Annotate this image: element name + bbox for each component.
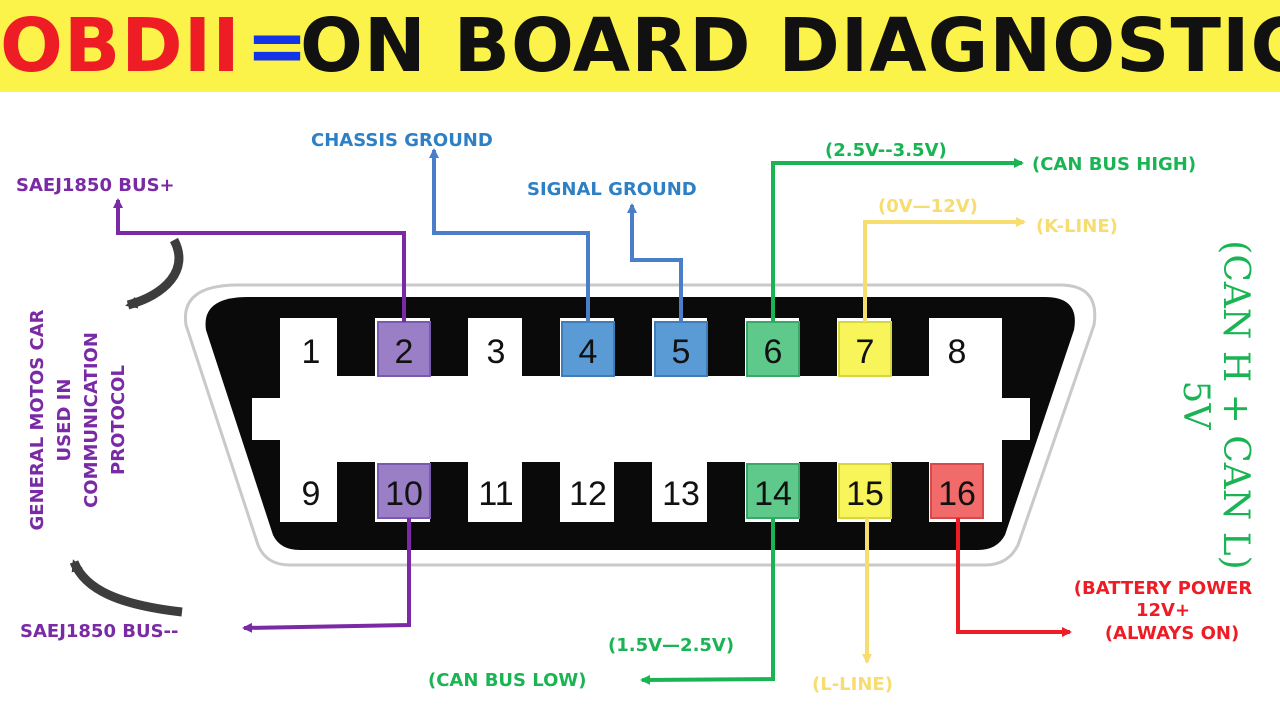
pin-1-number: 1	[302, 333, 321, 371]
can-voltage-note: (CAN H + CAN L) 5V	[1175, 235, 1256, 575]
title-equals: =	[246, 3, 310, 89]
pin-7-number: 7	[856, 333, 875, 371]
curved-arrow-bottom	[69, 559, 183, 617]
pin-13-number: 13	[662, 475, 700, 513]
pin-row-top: 1 2 3 4 5 6 7 8	[285, 321, 983, 377]
pin-10-number: 10	[385, 475, 423, 513]
pin-separators-top	[337, 318, 929, 376]
pin-12-box	[562, 464, 614, 518]
pin-16-box	[930, 463, 984, 519]
pin-separators-bottom	[337, 462, 929, 522]
label-l-line: (L-LINE)	[812, 674, 893, 695]
pin-6-box	[746, 321, 800, 377]
pin-5-box	[654, 321, 708, 377]
pin-3-box	[470, 322, 522, 376]
pin-1-box	[285, 322, 337, 376]
label-signal-ground: SIGNAL GROUND	[527, 179, 697, 200]
label-k-line-range: (0V—12V)	[878, 196, 978, 217]
label-can-high-range: (2.5V--3.5V)	[825, 140, 947, 161]
pin-2-wire	[113, 198, 406, 322]
pin-3-number: 3	[487, 333, 506, 371]
pin-10-wire	[242, 518, 411, 633]
label-can-low-range: (1.5V—2.5V)	[608, 635, 734, 656]
pin-9-number: 9	[302, 475, 321, 513]
pin-5-number: 5	[672, 333, 691, 371]
obd-connector-diagram: 1 2 3 4 5 6 7 8 9 10 11 12 13 14 15 16	[16, 130, 1253, 695]
pin-4-wire	[429, 148, 590, 322]
title-on-board-diagnostic: ON BOARD DIAGNOSTIC	[300, 3, 1280, 89]
pin-14-number: 14	[754, 475, 792, 513]
label-can-high: (CAN BUS HIGH)	[1032, 154, 1196, 175]
pin-10-box	[377, 463, 431, 519]
label-battery-line-3: (ALWAYS ON)	[1105, 623, 1239, 644]
label-battery-line-2: 12V+	[1136, 600, 1190, 621]
pin-8-box	[931, 322, 983, 376]
pin-7-wire	[863, 217, 1026, 322]
pin-15-number: 15	[846, 475, 884, 513]
gm-note-line-4: PROTOCOL	[108, 365, 129, 475]
label-sae-bus-minus: SAEJ1850 BUS--	[20, 621, 179, 642]
label-k-line: (K-LINE)	[1036, 216, 1118, 237]
pin-15-box	[838, 463, 892, 519]
pin-14-wire	[640, 518, 775, 685]
gm-note-line-1: GENERAL MOTOS CAR	[27, 309, 48, 531]
label-chassis-ground: CHASSIS GROUND	[311, 130, 493, 151]
gm-protocol-note: GENERAL MOTOS CAR USED IN COMMUNICATION …	[24, 250, 132, 590]
label-sae-bus-plus: SAEJ1850 BUS+	[16, 175, 175, 196]
pin-6-number: 6	[764, 333, 783, 371]
label-battery-line-1: (BATTERY POWER	[1074, 578, 1253, 599]
pin-row-bottom: 9 10 11 12 13 14 15 16	[285, 463, 984, 519]
can-note-line-1: (CAN H + CAN L)	[1215, 240, 1256, 570]
pin-2-box	[377, 321, 431, 377]
label-can-low: (CAN BUS LOW)	[428, 670, 586, 691]
pin-5-wire	[627, 203, 683, 322]
pin-4-number: 4	[579, 333, 598, 371]
pin-16-number: 16	[938, 475, 976, 513]
pin-6-wire	[771, 158, 1024, 322]
pin-11-box	[470, 464, 522, 518]
pin-13-box	[655, 464, 707, 518]
curved-arrow-top	[125, 237, 184, 310]
can-note-line-2: 5V	[1175, 380, 1216, 430]
gm-note-line-3: COMMUNICATION	[81, 332, 102, 508]
pin-11-number: 11	[478, 475, 513, 513]
pin-12-number: 12	[569, 475, 607, 513]
pin-16-wire	[956, 518, 1072, 637]
pin-9-box	[285, 464, 337, 518]
title-banner: OBDII = ON BOARD DIAGNOSTIC	[0, 0, 1280, 92]
gm-note-line-2: USED IN	[54, 378, 75, 462]
pin-8-number: 8	[948, 333, 967, 371]
title-obdii: OBDII	[0, 3, 241, 89]
pin-2-number: 2	[395, 333, 414, 371]
